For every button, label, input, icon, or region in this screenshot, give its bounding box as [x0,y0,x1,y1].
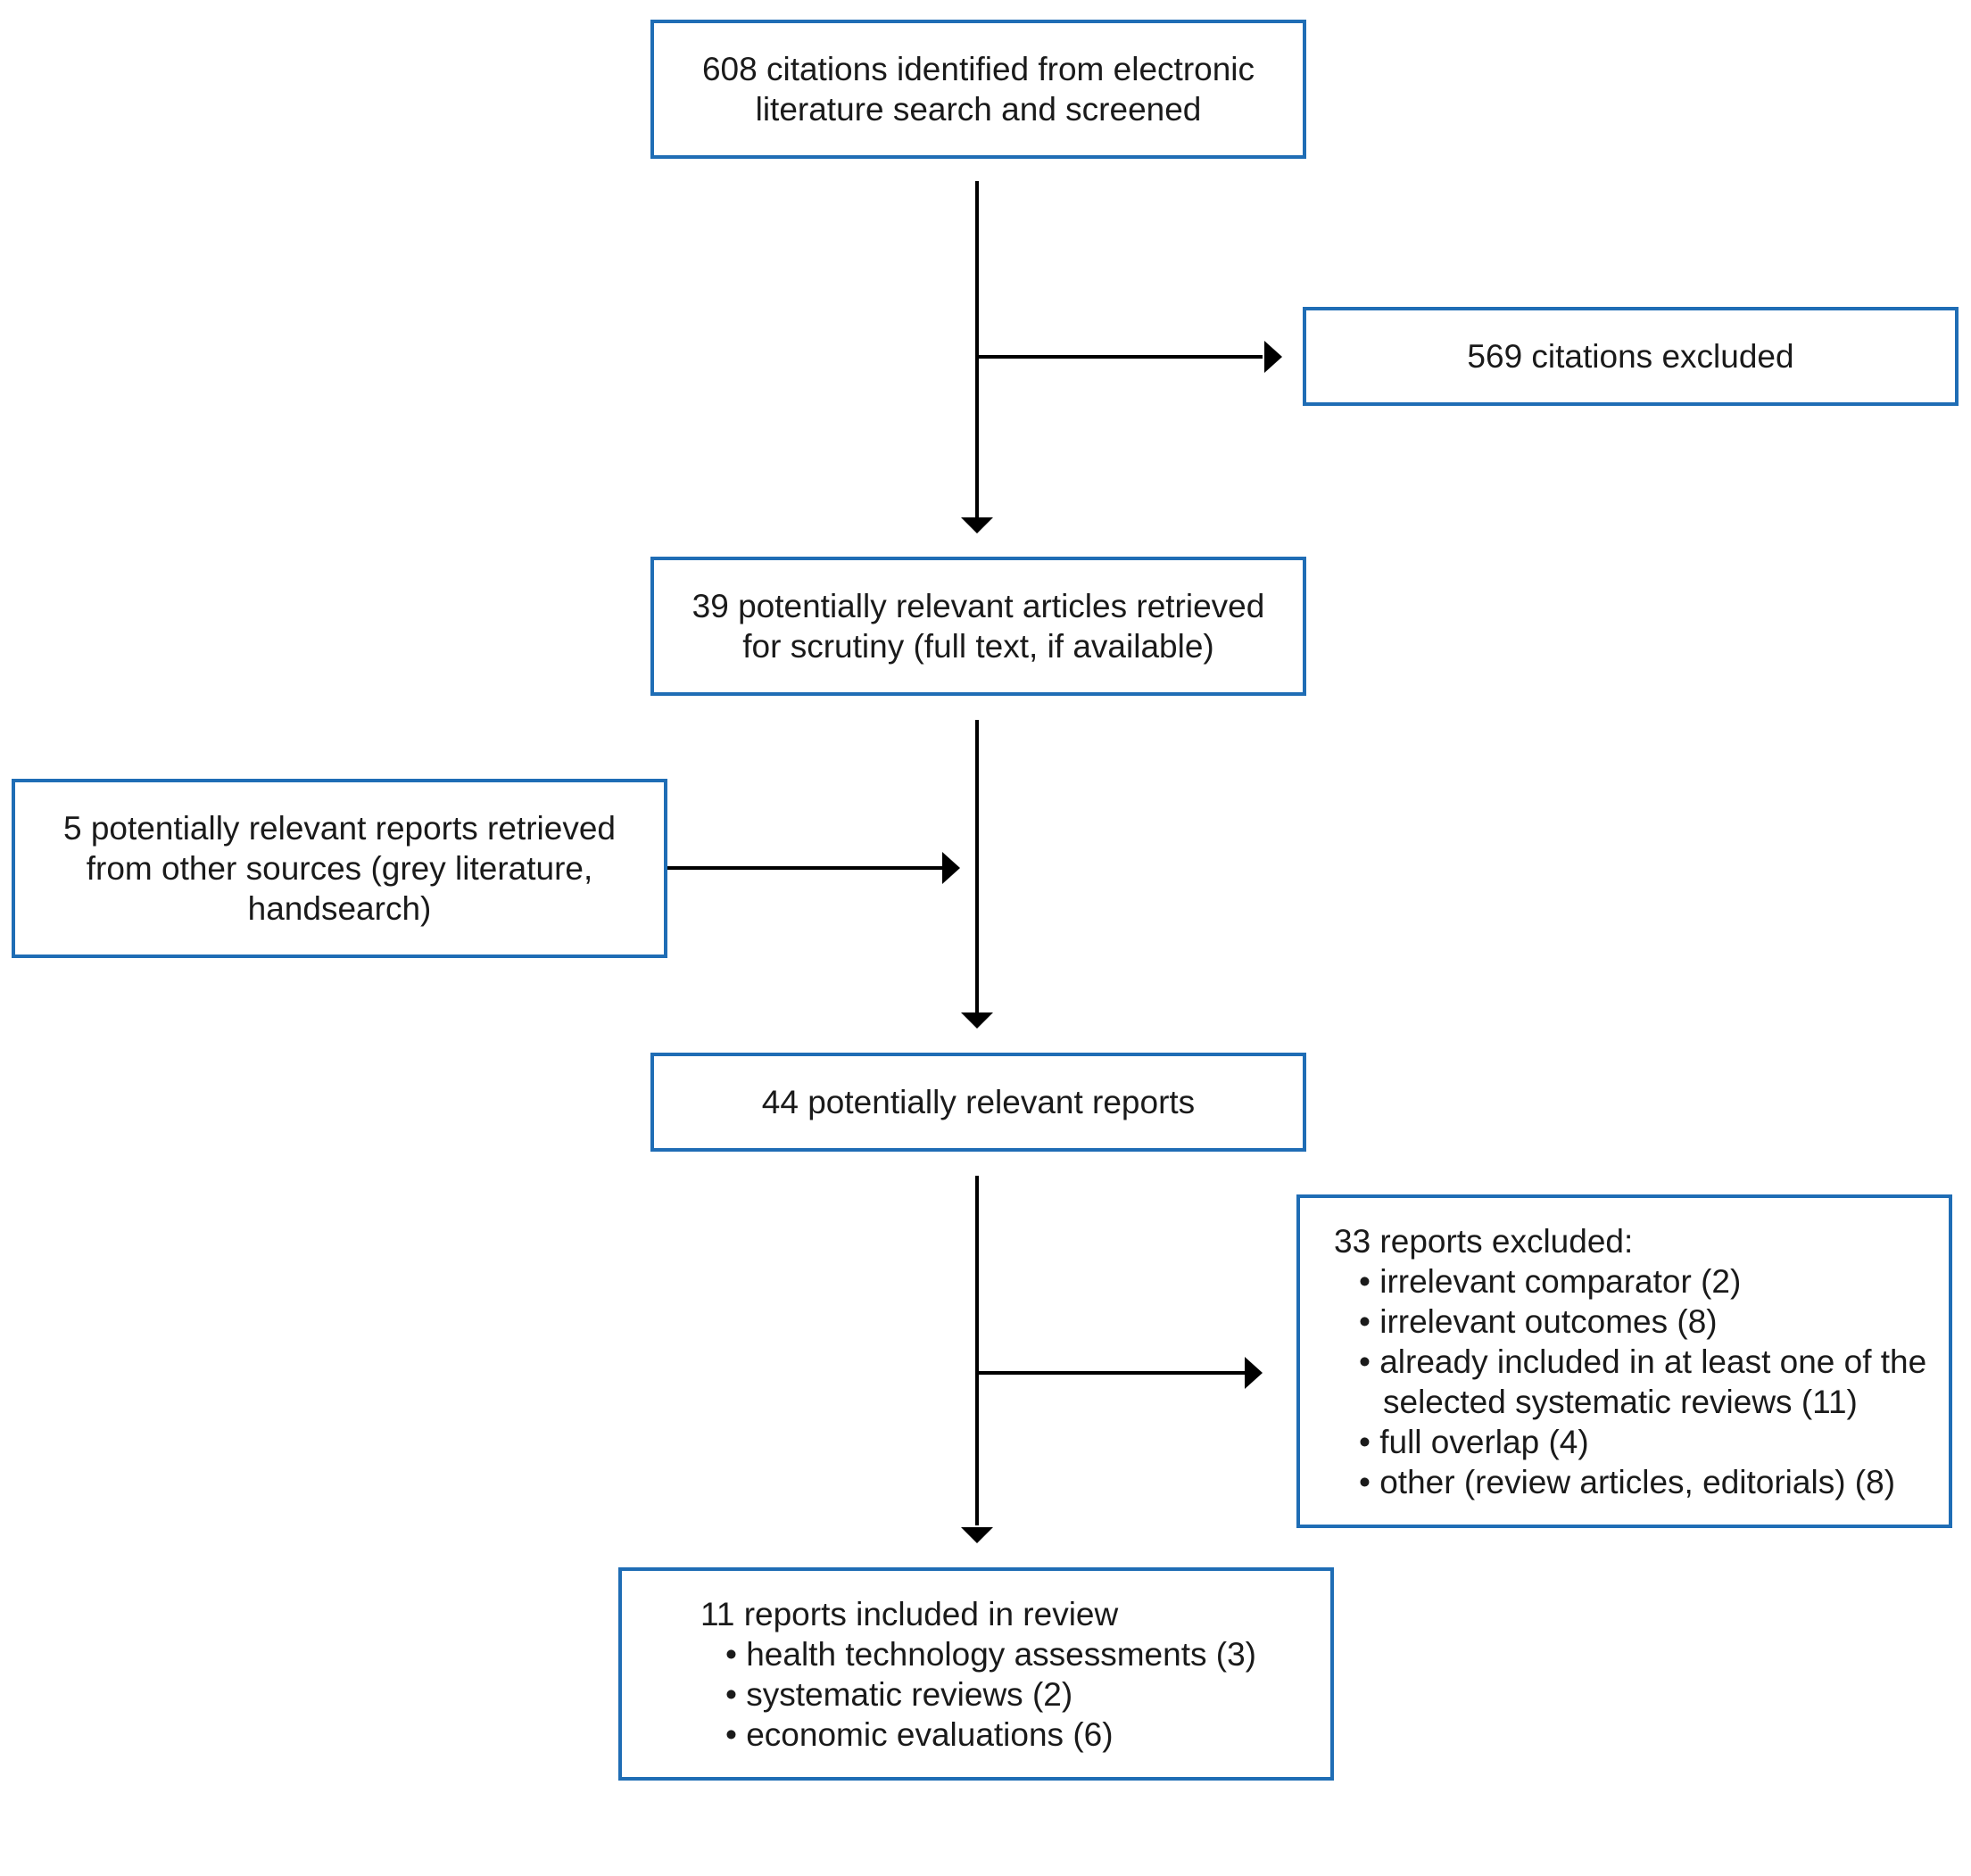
box-text-line: from other sources (grey literature, [86,850,593,887]
box-potentially-relevant-reports: 44 potentially relevant reports [650,1053,1306,1152]
exclusion-reason: • irrelevant comparator (2) [1359,1262,1742,1300]
arrowhead-right-2 [942,852,960,884]
exclusion-reason: • already included in at least one of th… [1359,1343,1927,1380]
arrowhead-down-2 [961,1012,993,1029]
exclusion-reason: • other (review articles, editorials) (8… [1359,1463,1896,1500]
arrowhead-down-1 [961,517,993,533]
box-text-line: 39 potentially relevant articles retriev… [692,588,1265,624]
exclusion-reason-continued: selected systematic reviews (11) [1383,1383,1858,1420]
box-reports-excluded: 33 reports excluded: • irrelevant compar… [1296,1194,1952,1528]
box-text-line: literature search and screened [755,91,1202,128]
box-text-line: handsearch) [247,890,432,927]
included-category: • economic evaluations (6) [725,1715,1114,1753]
arrowhead-right-1 [1264,341,1282,373]
box-text-line: 569 citations excluded [1467,338,1794,375]
arrowhead-right-3 [1245,1357,1263,1389]
box-citations-identified: 608 citations identified from electronic… [650,20,1306,159]
box-other-sources: 5 potentially relevant reports retrieved… [12,779,667,958]
exclusion-reason: • irrelevant outcomes (8) [1359,1302,1718,1340]
box-articles-retrieved: 39 potentially relevant articles retriev… [650,557,1306,696]
included-category: • health technology assessments (3) [725,1635,1256,1673]
exclusion-reason: • full overlap (4) [1359,1423,1589,1460]
arrowhead-down-3 [961,1527,993,1543]
box-reports-included: 11 reports included in review • health t… [618,1567,1334,1781]
box-text-line: 44 potentially relevant reports [761,1084,1196,1120]
included-category: • systematic reviews (2) [725,1675,1073,1713]
box-text-line: for scrutiny (full text, if available) [742,628,1214,665]
box-title: 33 reports excluded: [1334,1222,1634,1260]
box-title: 11 reports included in review [700,1595,1119,1632]
box-citations-excluded: 569 citations excluded [1303,307,1959,406]
box-text-line: 608 citations identified from electronic [701,51,1255,87]
box-text-line: 5 potentially relevant reports retrieved [62,810,617,847]
